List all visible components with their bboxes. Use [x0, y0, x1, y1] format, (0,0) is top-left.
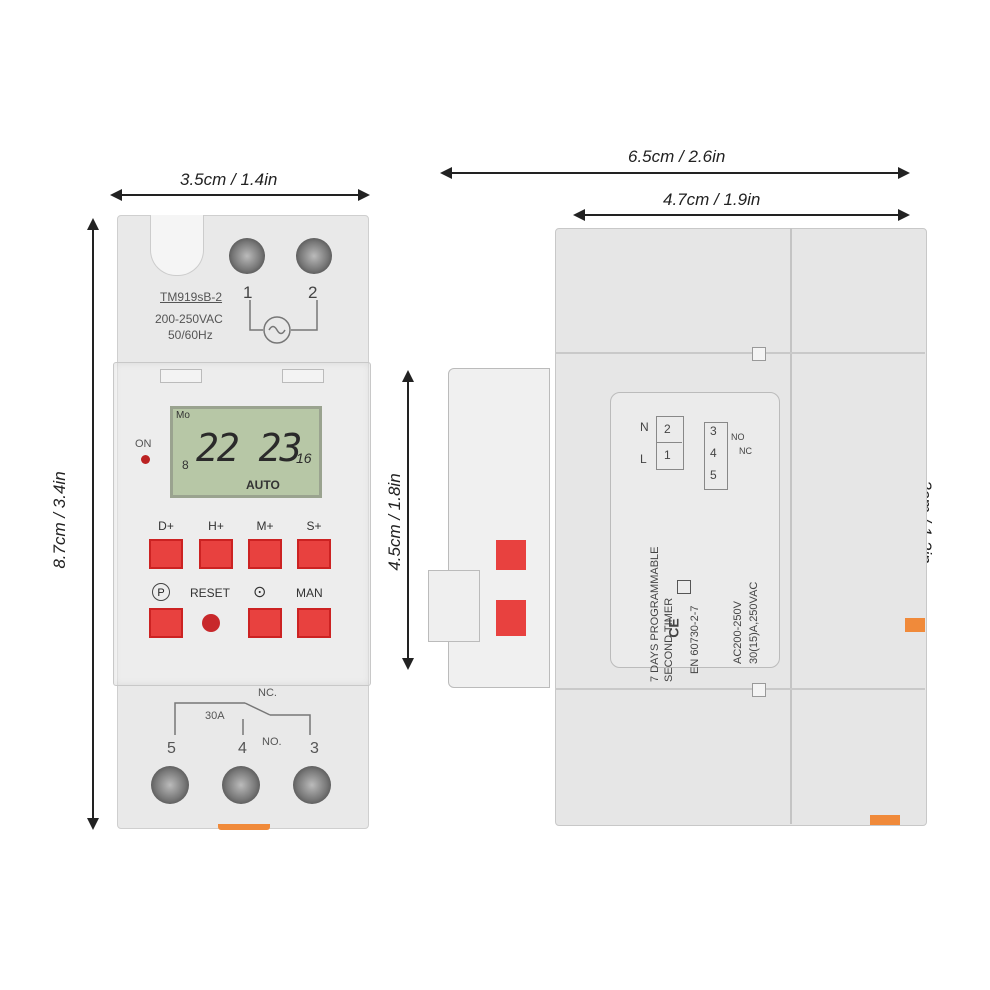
side-terminal-block-relay [704, 422, 728, 490]
side-title-2: SECOND TIMER [663, 597, 675, 682]
relay-rating-label: 30A [205, 710, 225, 722]
front-top-notch [150, 215, 204, 276]
program-button[interactable] [149, 608, 183, 638]
power-wiring-symbol-icon [249, 300, 318, 344]
btn-s-plus-label: S+ [306, 519, 322, 533]
cover-height-arrow [402, 370, 414, 670]
frequency-label: 50/60Hz [168, 328, 213, 342]
relay-no-label: NO. [262, 736, 282, 748]
side-label-panel [610, 392, 780, 668]
lcd-time: 22 23 [196, 426, 302, 470]
btn-d-plus-label: D+ [158, 519, 174, 533]
side-l: L [640, 452, 647, 466]
lcd-mode: AUTO [246, 478, 280, 492]
side-cover-hinge [428, 570, 480, 642]
side-vent-top [752, 347, 766, 361]
side-rating-1: AC200-250V [732, 601, 744, 664]
double-insulation-icon [677, 580, 691, 594]
terminal-3-label: 3 [310, 740, 319, 757]
second-plus-button[interactable] [297, 539, 331, 569]
din-clip-front [218, 824, 270, 830]
side-ledge-top [555, 352, 925, 354]
on-label: ON [135, 438, 152, 450]
terminal-top-2-label: 2 [308, 283, 318, 302]
lcd-prefix: 8 [182, 458, 189, 472]
side-nc: NC [739, 446, 752, 456]
clock-icon: ⊙ [253, 584, 267, 601]
reset-button[interactable] [202, 614, 220, 632]
side-terminal-divider [656, 442, 682, 443]
side-t1: 1 [664, 448, 671, 462]
lcd-display [170, 406, 322, 498]
model-label: TM919sB-2 [160, 290, 223, 304]
side-t2: 2 [664, 422, 671, 436]
front-width-arrow [110, 189, 370, 201]
din-clip-side [905, 618, 925, 632]
side-body-width-label: 4.7cm / 1.9in [663, 190, 761, 209]
lcd-seconds: 16 [296, 450, 312, 466]
front-width-label: 3.5cm / 1.4in [180, 170, 278, 189]
side-no: NO [731, 432, 745, 442]
ce-mark-icon: CE [665, 618, 682, 638]
cover-height-label: 4.5cm / 1.8in [385, 473, 404, 571]
program-icon: P [152, 583, 170, 601]
day-plus-button[interactable] [149, 539, 183, 569]
screw-terminal-1-icon [229, 238, 265, 274]
side-t3: 3 [710, 424, 717, 438]
side-buttons-row2 [496, 600, 526, 636]
relay-nc-label: NC. [258, 687, 277, 699]
side-total-width-arrow [440, 167, 910, 179]
on-led-icon [141, 455, 150, 464]
side-t5: 5 [710, 468, 717, 482]
terminal-4-label: 4 [238, 740, 247, 757]
side-title-1: 7 DAYS PROGRAMMABLE [649, 546, 661, 683]
screw-terminal-2-icon [296, 238, 332, 274]
man-label: MAN [296, 586, 323, 600]
clock-button[interactable] [248, 608, 282, 638]
side-buttons-row1 [496, 540, 526, 570]
side-total-width-label: 6.5cm / 2.6in [628, 147, 726, 166]
side-body-width-arrow [573, 209, 910, 221]
side-t4: 4 [710, 446, 717, 460]
cover-tab-left [160, 369, 202, 383]
hour-plus-button[interactable] [199, 539, 233, 569]
cover-tab-right [282, 369, 324, 383]
terminal-top-1-label: 1 [243, 283, 253, 302]
front-height-label: 8.7cm / 3.4in [50, 471, 69, 569]
side-rating-2: 30(15)A,250VAC [748, 581, 760, 664]
btn-h-plus-label: H+ [208, 519, 224, 533]
terminal-5-label: 5 [167, 740, 176, 757]
relay-schematic-icon [174, 702, 311, 735]
front-height-arrow [87, 218, 99, 830]
minute-plus-button[interactable] [248, 539, 282, 569]
side-seam [790, 228, 792, 824]
reset-label: RESET [190, 586, 231, 600]
din-clip-side-bottom [870, 815, 900, 825]
screw-terminal-3-icon [293, 766, 331, 804]
btn-m-plus-label: M+ [256, 519, 274, 533]
screw-terminal-5-icon [151, 766, 189, 804]
side-terminal-block-ln [656, 416, 684, 470]
side-ledge-bottom [555, 688, 925, 690]
manual-button[interactable] [297, 608, 331, 638]
lcd-day: Mo [176, 410, 190, 421]
side-vent-bottom [752, 683, 766, 697]
side-n: N [640, 420, 649, 434]
screw-terminal-4-icon [222, 766, 260, 804]
voltage-label: 200-250VAC [155, 312, 223, 326]
